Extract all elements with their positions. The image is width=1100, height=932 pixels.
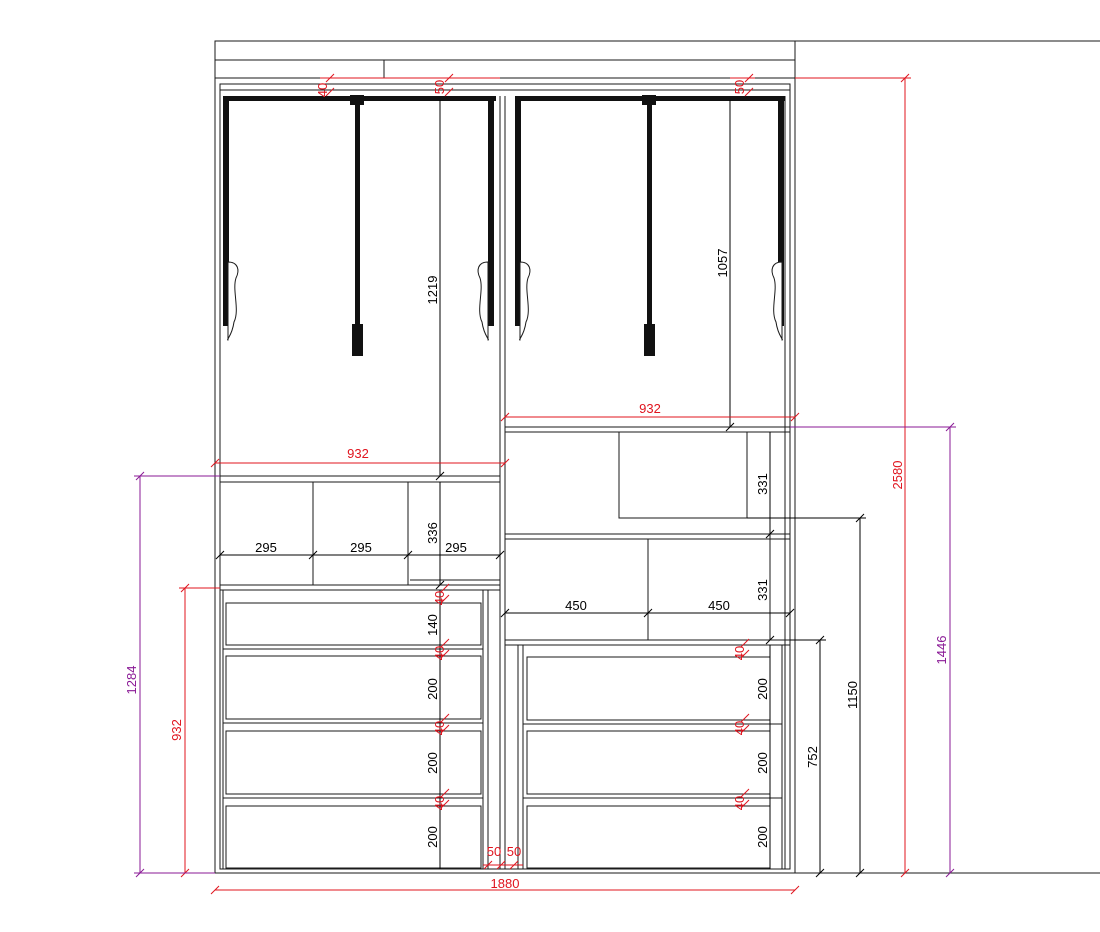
label-left-drawer-4: 200 xyxy=(425,826,440,848)
label-left-drawer-2: 200 xyxy=(425,678,440,700)
right-lift-arm-right xyxy=(778,101,784,326)
label-center-gap-left: 50 xyxy=(487,844,501,859)
label-right-gap-3: 40 xyxy=(732,796,747,810)
left-drawer-1 xyxy=(225,602,482,646)
label-932-right: 932 xyxy=(639,401,661,416)
label-right-cubby-1: 450 xyxy=(565,598,587,613)
label-331-lower: 331 xyxy=(755,579,770,601)
right-drawer-3 xyxy=(526,805,771,869)
cabinet-structure xyxy=(214,40,1100,874)
label-1219: 1219 xyxy=(425,276,440,305)
label-top-right-gap: 50 xyxy=(732,80,747,94)
red-dimension-labels: 40 50 50 932 932 2580 1880 932 40 40 40 … xyxy=(169,80,905,891)
label-right-drawer-2: 200 xyxy=(755,752,770,774)
label-1057: 1057 xyxy=(715,249,730,278)
label-2580: 2580 xyxy=(890,461,905,490)
left-lift-handle-left xyxy=(227,261,239,341)
left-drawer-3 xyxy=(225,730,482,795)
purple-dimension-labels: 1284 1446 xyxy=(124,636,949,695)
right-drawer-2 xyxy=(526,730,771,795)
left-lift-bracket xyxy=(350,95,364,105)
right-wardrobe-lift xyxy=(515,95,785,356)
label-1150: 1150 xyxy=(845,681,860,709)
black-dimension-ticks xyxy=(215,422,865,878)
left-wardrobe-lift xyxy=(223,95,496,356)
black-dimension-labels: 1219 1057 336 295 295 295 331 331 450 45… xyxy=(255,249,860,848)
label-left-gap-4: 40 xyxy=(432,796,447,810)
label-left-drawer-3: 200 xyxy=(425,752,440,774)
label-336: 336 xyxy=(425,522,440,544)
label-932-left: 932 xyxy=(347,446,369,461)
right-drawer-1 xyxy=(526,656,771,721)
label-cubby-1: 295 xyxy=(255,540,277,555)
label-top-left-gap: 50 xyxy=(432,80,447,94)
right-lift-handle-left xyxy=(519,261,531,341)
label-932-vertical: 932 xyxy=(169,719,184,741)
label-right-drawer-3: 200 xyxy=(755,826,770,848)
left-lift-arm-left xyxy=(223,101,229,326)
right-lift-handle-right xyxy=(771,261,783,341)
purple-dimension-ticks xyxy=(135,422,955,878)
right-lift-bracket xyxy=(642,95,656,105)
label-1284: 1284 xyxy=(124,666,139,695)
label-center-gap-right: 50 xyxy=(507,844,521,859)
label-right-gap-2: 40 xyxy=(732,721,747,735)
left-lift-arm-right xyxy=(488,101,494,326)
label-right-cubby-2: 450 xyxy=(708,598,730,613)
label-right-drawer-1: 200 xyxy=(755,678,770,700)
label-752: 752 xyxy=(805,746,820,768)
right-lift-center-rod xyxy=(647,100,652,324)
label-left-drawer-1: 140 xyxy=(425,614,440,636)
black-dimension-lines xyxy=(215,100,866,878)
red-dimension-lines xyxy=(179,73,911,895)
label-top-rail-gap: 40 xyxy=(315,83,330,97)
label-left-gap-2: 40 xyxy=(432,646,447,660)
right-lift-rod-end xyxy=(644,324,655,356)
label-331-upper: 331 xyxy=(755,473,770,495)
red-dimension-ticks xyxy=(180,73,910,895)
right-box xyxy=(618,431,748,519)
label-left-gap-3: 40 xyxy=(432,721,447,735)
label-1880: 1880 xyxy=(491,876,520,891)
label-left-gap-1: 40 xyxy=(432,591,447,605)
label-1446: 1446 xyxy=(934,636,949,665)
label-cubby-2: 295 xyxy=(350,540,372,555)
label-right-gap-1: 40 xyxy=(732,646,747,660)
left-lift-center-rod xyxy=(355,100,360,324)
left-drawer-2 xyxy=(225,655,482,720)
purple-dimension-lines xyxy=(134,422,956,878)
left-drawer-4 xyxy=(225,805,482,869)
left-lift-handle-right xyxy=(477,261,489,341)
right-lift-arm-left xyxy=(515,101,521,326)
label-cubby-3: 295 xyxy=(445,540,467,555)
left-lift-rod-end xyxy=(352,324,363,356)
